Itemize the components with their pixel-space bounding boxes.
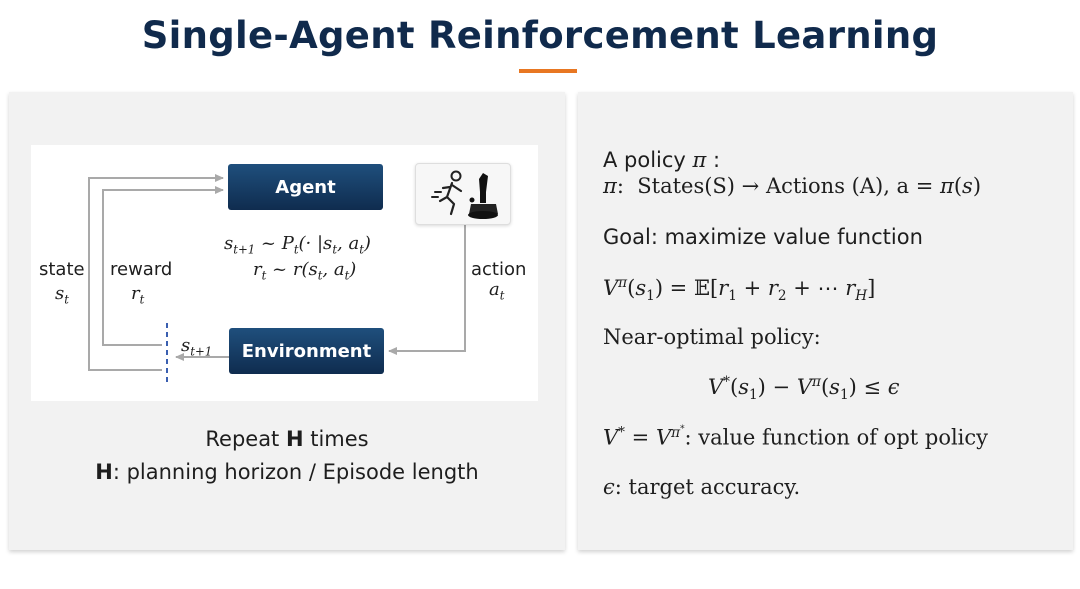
text-panel: A policy π : π: States(S) → Actions (A),… bbox=[578, 92, 1073, 550]
diagram-arrows bbox=[88, 174, 466, 383]
reward-label: reward bbox=[110, 259, 173, 280]
state-symbol: st bbox=[55, 283, 69, 307]
accuracy-definition: ϵ: target accuracy. bbox=[603, 475, 801, 499]
optimal-value-definition: V* = Vπ*: value function of opt policy bbox=[603, 424, 989, 450]
diagram-panel: Agent Environment st+1 ~ Pt(· |st, at) r… bbox=[9, 92, 565, 550]
reward-equation: rt ~ r(st, at) bbox=[253, 259, 357, 283]
next-state-symbol: st+1 bbox=[181, 335, 213, 359]
runner-icon bbox=[431, 170, 463, 216]
near-optimal-equation: V*(s1) − Vπ(s1) ≤ ϵ bbox=[708, 374, 900, 404]
agent-node: Agent bbox=[228, 164, 383, 210]
state-arrow bbox=[88, 174, 224, 371]
state-label: state bbox=[39, 259, 85, 280]
reward-symbol: rt bbox=[131, 283, 145, 307]
policy-intro: A policy π : bbox=[603, 148, 721, 172]
title-underline bbox=[519, 69, 577, 73]
caption-repeat: Repeat H times bbox=[205, 427, 369, 451]
action-symbol: at bbox=[489, 279, 505, 303]
caption-horizon: H: planning horizon / Episode length bbox=[95, 460, 479, 484]
environment-node: Environment bbox=[229, 328, 384, 374]
transition-equation: st+1 ~ Pt(· |st, at) bbox=[224, 233, 371, 257]
near-optimal-heading: Near-optimal policy: bbox=[603, 325, 821, 349]
rl-loop-diagram: Agent Environment st+1 ~ Pt(· |st, at) r… bbox=[31, 145, 538, 401]
action-arrow bbox=[388, 224, 466, 355]
action-label: action bbox=[471, 259, 527, 280]
policy-definition: π: States(S) → Actions (A), a = π(s) bbox=[603, 174, 982, 198]
reward-arrow bbox=[102, 186, 224, 346]
goal-text: Goal: maximize value function bbox=[603, 225, 923, 249]
agent-icons bbox=[415, 163, 511, 225]
value-function-equation: Vπ(s1) = 𝔼[r1 + r2 + ⋯ rH] bbox=[603, 275, 876, 305]
joystick-icon bbox=[468, 173, 498, 219]
page-title: Single-Agent Reinforcement Learning bbox=[141, 14, 939, 57]
